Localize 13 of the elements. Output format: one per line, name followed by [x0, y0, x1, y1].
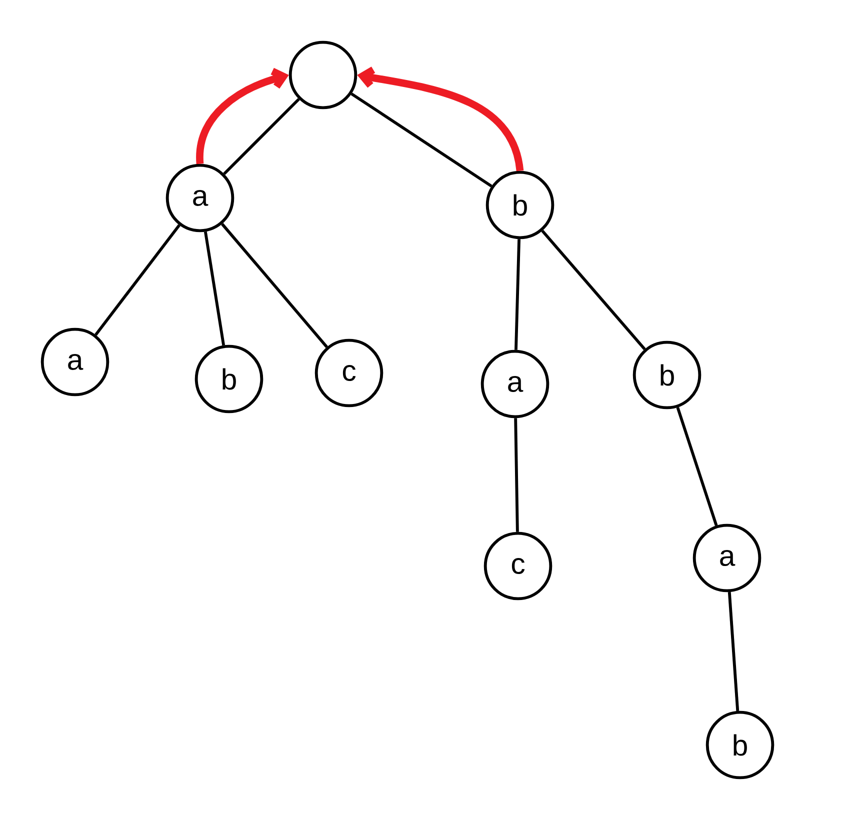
arrow [196, 68, 289, 164]
edge-line [204, 231, 226, 346]
edge-line [514, 418, 519, 532]
edge-line [514, 239, 521, 350]
arrow [357, 66, 524, 172]
edge-line [221, 223, 328, 348]
edge-line [676, 406, 718, 526]
edge-line [94, 224, 180, 336]
edge-line [350, 92, 492, 188]
edge-line [541, 230, 646, 350]
edge-line [728, 592, 740, 712]
empty-circle [288, 40, 358, 110]
edge-line [223, 98, 300, 175]
